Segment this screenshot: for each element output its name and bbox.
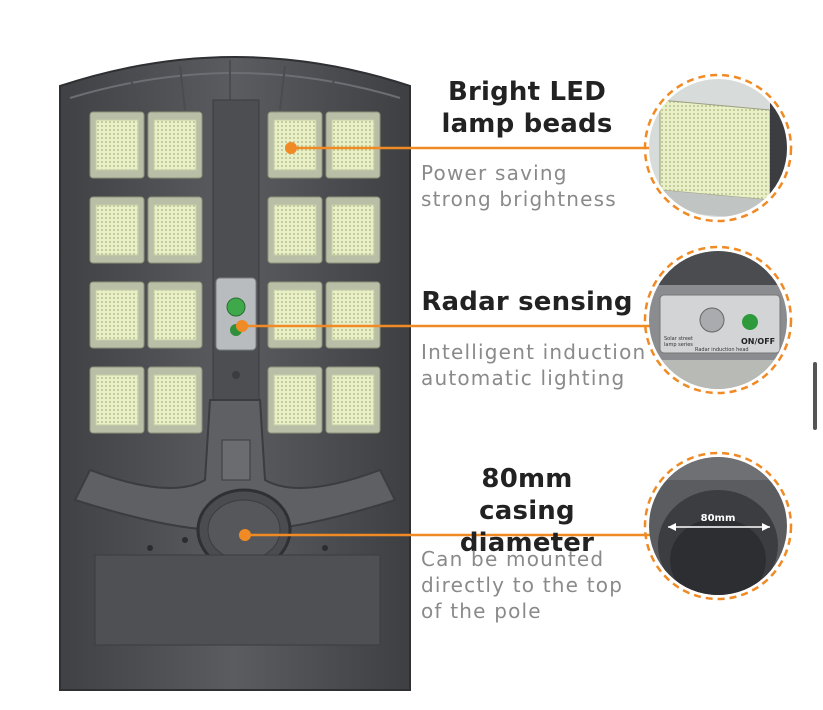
led-bead-array	[153, 374, 197, 426]
feature-description-line: Power saving	[421, 161, 568, 185]
led-bead-array	[95, 119, 139, 171]
led-bead-array	[95, 204, 139, 256]
sensor-label-1: Solar street	[664, 336, 693, 342]
feature-title-line: Radar sensing	[421, 287, 633, 317]
led-bead-array	[331, 289, 375, 341]
detail-led-closeup	[643, 73, 793, 223]
feature-title-casing: 80mm casing diameter	[412, 463, 642, 559]
led-bead-array	[331, 204, 375, 256]
led-bead-array	[153, 204, 197, 256]
feature-title-led: Bright LED lamp beads	[412, 76, 642, 140]
diameter-label: 80mm	[701, 513, 736, 524]
feature-description-line: of the pole	[421, 599, 542, 623]
feature-title-line: lamp beads	[441, 109, 613, 139]
feature-description-line: Can be mounted	[421, 547, 605, 571]
led-bead-array	[153, 119, 197, 171]
feature-description-led: Power saving strong brightness	[421, 160, 617, 212]
led-bead-array	[153, 289, 197, 341]
led-bead-array	[95, 374, 139, 426]
feature-description-line: Intelligent induction	[421, 340, 647, 364]
feature-description-casing: Can be mounted directly to the top of th…	[421, 546, 623, 624]
detail-radar-lens	[699, 307, 725, 333]
scrollbar-thumb[interactable]	[813, 362, 817, 430]
feature-title-line: 80mm	[481, 464, 573, 494]
sensor-label-3: Radar induction head	[695, 347, 749, 353]
feature-title-radar: Radar sensing	[412, 286, 642, 318]
led-bead-array	[273, 289, 317, 341]
led-bead-array	[95, 289, 139, 341]
led-bead-array	[273, 204, 317, 256]
radar-sensor-lens	[226, 297, 246, 317]
switch-label: ON/OFF	[741, 337, 775, 346]
feature-description-line: directly to the top	[421, 573, 624, 597]
feature-description-line: automatic lighting	[421, 366, 626, 390]
battery-cover	[94, 554, 381, 646]
led-bead-array	[331, 119, 375, 171]
led-module-grid	[89, 111, 381, 434]
feature-description-line: strong brightness	[421, 187, 617, 211]
led-bead-array	[273, 374, 317, 426]
detail-radar-closeup: ON/OFF Solar street lamp series Radar in…	[643, 245, 793, 395]
feature-description-radar: Intelligent induction automatic lighting	[421, 339, 646, 391]
led-bead-array	[331, 374, 375, 426]
feature-title-line: casing diameter	[459, 496, 595, 558]
feature-title-line: Bright LED	[447, 77, 607, 107]
sensor-label-2: lamp series	[664, 342, 693, 348]
detail-casing-closeup: 80mm	[643, 451, 793, 601]
